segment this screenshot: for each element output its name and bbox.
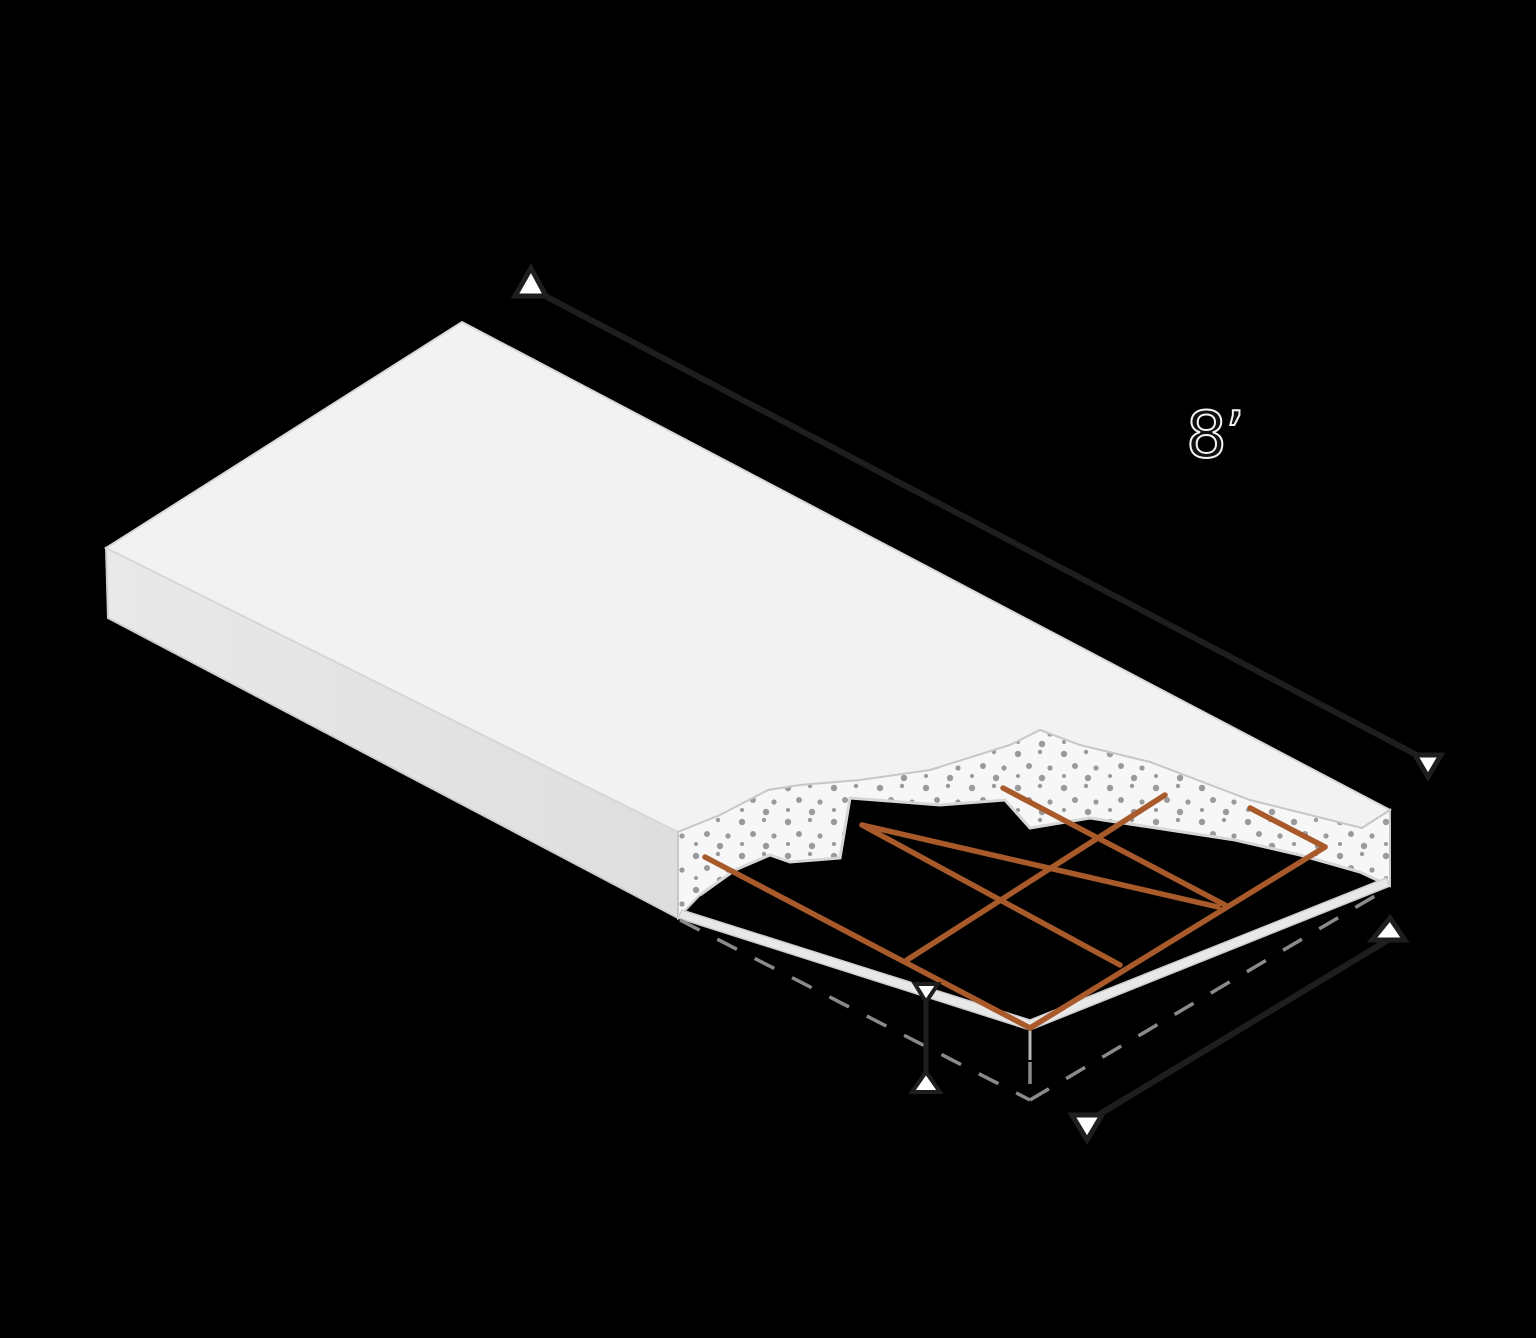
dimension-arrow-icon — [1410, 752, 1446, 782]
rebar-bar — [702, 854, 1033, 1031]
rebar-bar — [904, 792, 1168, 963]
dimension-arrow-icon — [1067, 1112, 1107, 1145]
thickness-dimension-line — [908, 982, 944, 1094]
hidden-edges — [679, 888, 1386, 1102]
rebar-grid — [702, 785, 1328, 1031]
cutaway-inner-edge — [699, 797, 852, 897]
rebar-bar — [859, 822, 1123, 968]
rebar-bar — [1000, 785, 1228, 908]
width-dimension-line — [1067, 913, 1410, 1145]
dimension-arrow-icon — [510, 262, 551, 299]
dimension-arrow-icon — [908, 1068, 944, 1094]
length-dimension-label: 8’ — [1185, 399, 1246, 473]
length-dimension-line — [510, 262, 1446, 782]
rebar-bar — [1247, 805, 1328, 850]
dimension-arrow-icon — [911, 982, 942, 1006]
rebar-bar — [859, 822, 1221, 910]
cutaway-inner-edge — [849, 796, 1391, 888]
rebar-bar — [1027, 844, 1328, 1031]
dimension-arrow-icon — [1366, 913, 1410, 943]
